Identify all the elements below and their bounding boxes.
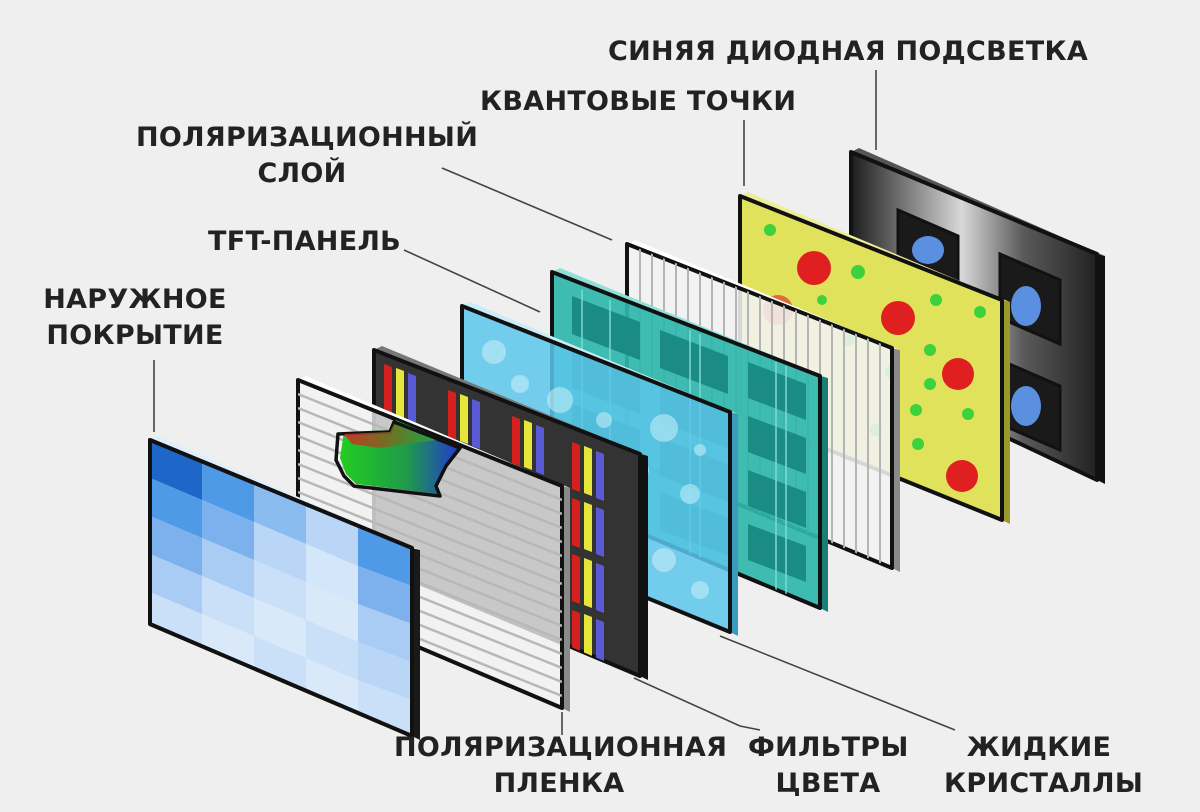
label-tft-panel-text: TFT-ПАНЕЛЬ: [208, 226, 402, 257]
label-polarizing-film-line1: ПОЛЯРИЗАЦИОННАЯ: [394, 732, 728, 763]
color-filter-subpixels: [384, 364, 604, 665]
label-outer-coating-line1: НАРУЖНОЕ: [43, 284, 227, 315]
layer-blue-led-backlight: [849, 148, 1105, 484]
leader-tft-panel: [403, 249, 541, 313]
label-liquid-crystals-line1: ЖИДКИЕ: [966, 732, 1112, 763]
label-quantum-dots-text: КВАНТОВЫЕ ТОЧКИ: [480, 86, 797, 117]
label-polarizing-film-line2: ПЛЕНКА: [493, 768, 625, 799]
label-polarizing-layer: ПОЛЯРИЗАЦИОННЫЙ СЛОЙ: [136, 120, 479, 192]
label-blue-led-backlight: СИНЯЯ ДИОДНАЯ ПОДСВЕТКА: [608, 34, 1088, 70]
led-cell: [998, 357, 1062, 453]
label-quantum-dots: КВАНТОВЫЕ ТОЧКИ: [480, 84, 796, 120]
led-cell: [998, 251, 1062, 347]
gradient-arrow-icon: [334, 420, 462, 498]
label-polarizing-layer-line2: СЛОЙ: [257, 158, 347, 189]
leader-polarizing-layer: [441, 167, 613, 241]
label-polarizing-film: ПОЛЯРИЗАЦИОННАЯ ПЛЕНКА: [394, 730, 728, 802]
label-blue-led-backlight-text: СИНЯЯ ДИОДНАЯ ПОДСВЕТКА: [608, 36, 1089, 67]
label-color-filters-line1: ФИЛЬТРЫ: [748, 732, 909, 763]
leader-color-filters: [633, 677, 761, 731]
layer-outer-coating: [148, 436, 420, 740]
label-outer-coating-line2: ПОКРЫТИЕ: [46, 320, 224, 351]
leader-liquid-crystals: [719, 635, 956, 731]
outer-coating-tiles: [150, 440, 412, 736]
label-liquid-crystals-line2: КРИСТАЛЛЫ: [944, 768, 1144, 799]
label-color-filters-line2: ЦВЕТА: [775, 768, 881, 799]
label-color-filters: ФИЛЬТРЫ ЦВЕТА: [748, 730, 908, 802]
label-outer-coating: НАРУЖНОЕ ПОКРЫТИЕ: [40, 282, 230, 354]
leader-lines: [153, 70, 956, 735]
label-polarizing-layer-line1: ПОЛЯРИЗАЦИОННЫЙ: [136, 122, 479, 153]
label-tft-panel: TFT-ПАНЕЛЬ: [208, 224, 401, 260]
label-liquid-crystals: ЖИДКИЕ КРИСТАЛЛЫ: [944, 730, 1144, 802]
